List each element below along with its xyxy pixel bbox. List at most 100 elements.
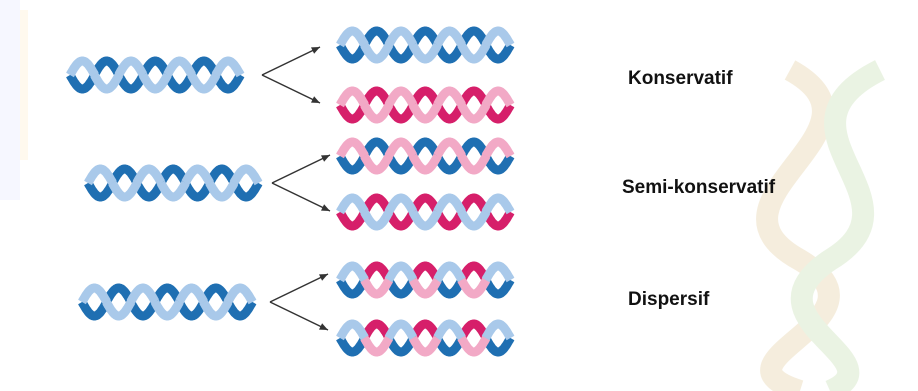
strand-segment bbox=[481, 42, 515, 64]
strand-segment bbox=[433, 209, 466, 231]
strand-segment bbox=[126, 299, 160, 321]
strand-segment bbox=[457, 319, 491, 341]
strand-segment bbox=[481, 86, 515, 108]
strand-segment bbox=[384, 153, 418, 175]
strand-segment bbox=[481, 277, 515, 299]
strand-segment bbox=[163, 72, 196, 94]
strand-segment bbox=[457, 261, 491, 283]
strand-segment bbox=[408, 335, 442, 357]
strand-segment bbox=[211, 72, 245, 94]
strand-segment bbox=[66, 56, 99, 78]
strand-segment bbox=[408, 209, 442, 231]
strand-segment bbox=[457, 277, 491, 299]
strand-segment bbox=[481, 319, 515, 341]
arrow-line bbox=[269, 273, 329, 303]
arrow-head bbox=[321, 155, 330, 162]
strand-segment bbox=[384, 319, 418, 341]
strand-segment bbox=[360, 137, 394, 159]
strand-segment bbox=[384, 137, 418, 159]
strand-segment bbox=[229, 180, 263, 202]
strand-segment bbox=[156, 180, 190, 202]
strand-segment bbox=[181, 180, 214, 202]
parent-helix-2 bbox=[78, 283, 257, 321]
strand-segment bbox=[481, 26, 515, 48]
split-arrows-0 bbox=[261, 46, 321, 104]
parent-helix-0 bbox=[66, 56, 245, 94]
strand-segment bbox=[457, 102, 491, 124]
strand-segment bbox=[229, 164, 263, 186]
parent-helix-1 bbox=[84, 164, 263, 202]
strand-segment bbox=[108, 164, 142, 186]
strand-segment bbox=[457, 153, 491, 175]
strand-segment bbox=[481, 137, 515, 159]
arrow-line bbox=[271, 154, 331, 184]
strand-segment bbox=[384, 26, 418, 48]
strand-segment bbox=[457, 137, 491, 159]
daughter-helix-2-0 bbox=[336, 261, 515, 299]
strand-segment bbox=[360, 86, 394, 108]
strand-segment bbox=[114, 72, 148, 94]
strand-segment bbox=[384, 209, 418, 231]
strand-segment bbox=[384, 86, 418, 108]
strand-segment bbox=[336, 153, 369, 175]
strand-segment bbox=[78, 299, 111, 321]
strand-segment bbox=[181, 164, 214, 186]
strand-segment bbox=[384, 102, 418, 124]
strand-segment bbox=[336, 209, 369, 231]
strand-segment bbox=[384, 42, 418, 64]
strand-segment bbox=[408, 153, 442, 175]
strand-segment bbox=[360, 277, 394, 299]
strand-segment bbox=[384, 261, 418, 283]
strand-segment bbox=[433, 277, 466, 299]
daughter-helix-1-1 bbox=[336, 193, 515, 231]
strand-segment bbox=[205, 164, 239, 186]
strand-segment bbox=[408, 26, 442, 48]
arrow-head bbox=[311, 47, 320, 54]
strand-segment bbox=[138, 56, 172, 78]
strand-segment bbox=[384, 193, 418, 215]
strand-segment bbox=[84, 164, 117, 186]
strand-segment bbox=[102, 299, 136, 321]
split-arrows-1 bbox=[271, 154, 331, 212]
strand-segment bbox=[481, 193, 515, 215]
label-semi-konservatif: Semi-konservatif bbox=[622, 177, 776, 198]
strand-segment bbox=[433, 335, 466, 357]
strand-segment bbox=[360, 209, 394, 231]
arrow-line bbox=[271, 182, 331, 212]
strand-segment bbox=[336, 42, 369, 64]
strand-segment bbox=[211, 56, 245, 78]
strand-segment bbox=[336, 335, 369, 357]
strand-segment bbox=[150, 299, 184, 321]
strand-segment bbox=[175, 283, 208, 305]
strand-segment bbox=[408, 277, 442, 299]
strand-segment bbox=[384, 335, 418, 357]
strand-segment bbox=[481, 153, 515, 175]
strand-segment bbox=[457, 335, 491, 357]
label-konservatif: Konservatif bbox=[628, 68, 733, 89]
strand-segment bbox=[336, 261, 369, 283]
strand-segment bbox=[108, 180, 142, 202]
strand-segment bbox=[433, 153, 466, 175]
split-arrows-2 bbox=[269, 273, 329, 331]
daughter-helix-2-1 bbox=[336, 319, 515, 357]
strand-segment bbox=[408, 261, 442, 283]
strand-segment bbox=[457, 26, 491, 48]
strand-segment bbox=[433, 319, 466, 341]
strand-segment bbox=[336, 102, 369, 124]
strand-segment bbox=[433, 102, 466, 124]
strand-segment bbox=[132, 164, 166, 186]
strand-segment bbox=[187, 72, 221, 94]
strand-segment bbox=[457, 193, 491, 215]
strand-segment bbox=[126, 283, 160, 305]
strand-segment bbox=[433, 26, 466, 48]
daughter-helix-0-0 bbox=[336, 26, 515, 64]
strand-segment bbox=[66, 72, 99, 94]
strand-segment bbox=[408, 319, 442, 341]
label-dispersif: Dispersif bbox=[628, 289, 710, 310]
strand-segment bbox=[336, 277, 369, 299]
strand-segment bbox=[205, 180, 239, 202]
strand-segment bbox=[114, 56, 148, 78]
strand-segment bbox=[336, 193, 369, 215]
